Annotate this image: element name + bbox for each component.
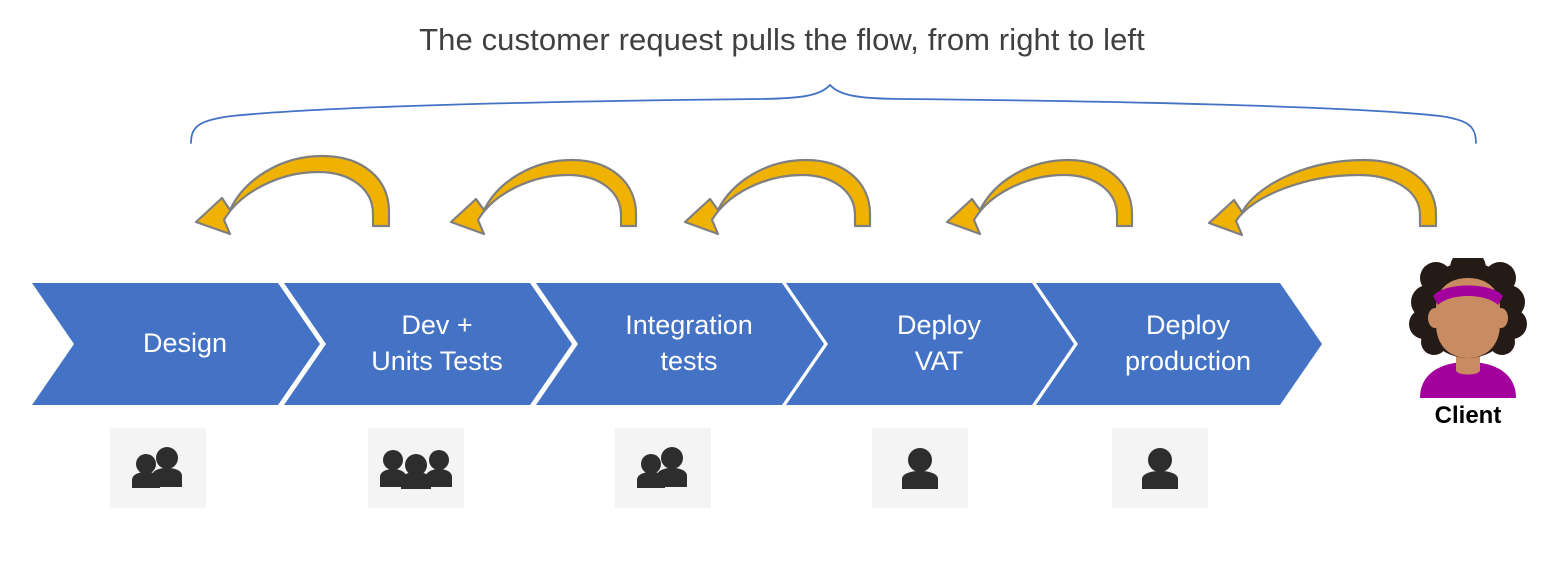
stage-label: Deploy VAT	[896, 310, 982, 376]
woman-avatar-icon	[1409, 258, 1527, 398]
stage-chevron-dev-units-tests[interactable]: Dev + Units Tests	[284, 283, 572, 405]
two-people-icon	[637, 447, 687, 488]
pull-arrow-3	[683, 158, 872, 236]
client-block: Client	[1398, 258, 1538, 430]
stage-chevron-design[interactable]: Design	[32, 283, 320, 405]
one-person-icon	[902, 448, 938, 489]
team-icon-tile-dev-units-tests	[368, 428, 464, 508]
stage-chevron-deploy-vat[interactable]: Deploy VAT	[786, 283, 1074, 405]
brace-right-path	[829, 84, 1477, 144]
stage-chevron-deploy-production[interactable]: Deploy production	[1036, 283, 1322, 405]
pull-arrow-2	[449, 158, 638, 236]
process-flow-row: Design Dev + Units Tests Integration tes…	[32, 283, 1322, 405]
stage-chevron-integration-tests[interactable]: Integration tests	[536, 283, 824, 405]
pull-arrow-4	[945, 158, 1134, 236]
stage-label: Deploy production	[1124, 310, 1252, 376]
two-people-icon	[132, 447, 182, 488]
brace-left-path	[190, 84, 831, 144]
three-people-icon	[380, 450, 452, 489]
stage-label: Design	[142, 328, 228, 359]
stage-label: Dev + Units Tests	[371, 310, 503, 376]
page-title: The customer request pulls the flow, fro…	[419, 22, 1145, 57]
stage-label: Integration tests	[625, 310, 753, 376]
team-icon-tile-design	[110, 428, 206, 508]
client-label: Client	[1434, 402, 1502, 429]
team-icon-tile-deploy-vat	[872, 428, 968, 508]
one-person-icon	[1142, 448, 1178, 489]
team-icon-tile-deploy-production	[1112, 428, 1208, 508]
pull-arrow-1	[194, 154, 391, 236]
team-icon-tile-integration-tests	[615, 428, 711, 508]
pull-arrow-5	[1207, 158, 1438, 237]
